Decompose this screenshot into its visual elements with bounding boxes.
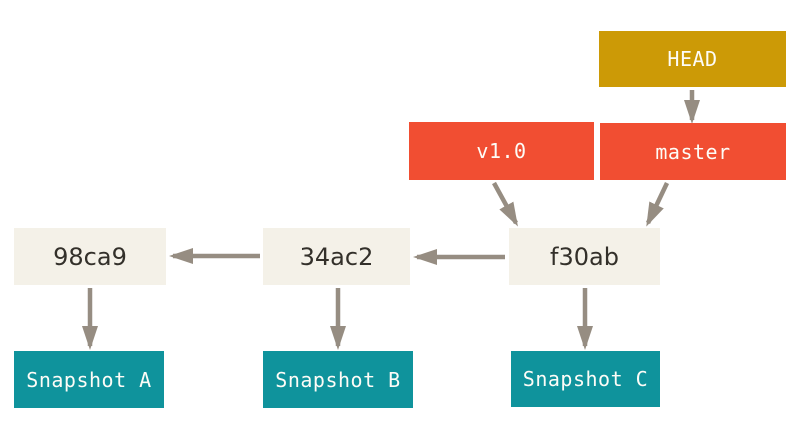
commit-box-98ca9: 98ca9 <box>14 228 166 285</box>
tag-v1-label: v1.0 <box>476 139 527 163</box>
commit-box-f30ab: f30ab <box>509 228 660 285</box>
snapshot-b-label: Snapshot B <box>275 367 401 392</box>
commit-id-98ca9: 98ca9 <box>53 242 127 271</box>
snapshot-c-label: Snapshot C <box>522 367 649 391</box>
commit-id-34ac2: 34ac2 <box>299 242 374 271</box>
snapshot-c-box: Snapshot C <box>511 351 660 407</box>
head-pointer-box: HEAD <box>599 31 786 87</box>
commit-id-f30ab: f30ab <box>550 242 619 271</box>
tag-v1-box: v1.0 <box>409 122 594 180</box>
snapshot-a-label: Snapshot A <box>26 367 152 392</box>
snapshot-a-box: Snapshot A <box>14 351 164 408</box>
master-branch-box: master <box>600 123 786 180</box>
head-label: HEAD <box>667 47 718 71</box>
commit-box-34ac2: 34ac2 <box>263 228 410 285</box>
snapshot-b-box: Snapshot B <box>263 351 413 408</box>
edge-master-to-f30ab <box>645 182 670 227</box>
master-label: master <box>655 139 731 164</box>
edge-v1-to-f30ab <box>492 181 518 227</box>
